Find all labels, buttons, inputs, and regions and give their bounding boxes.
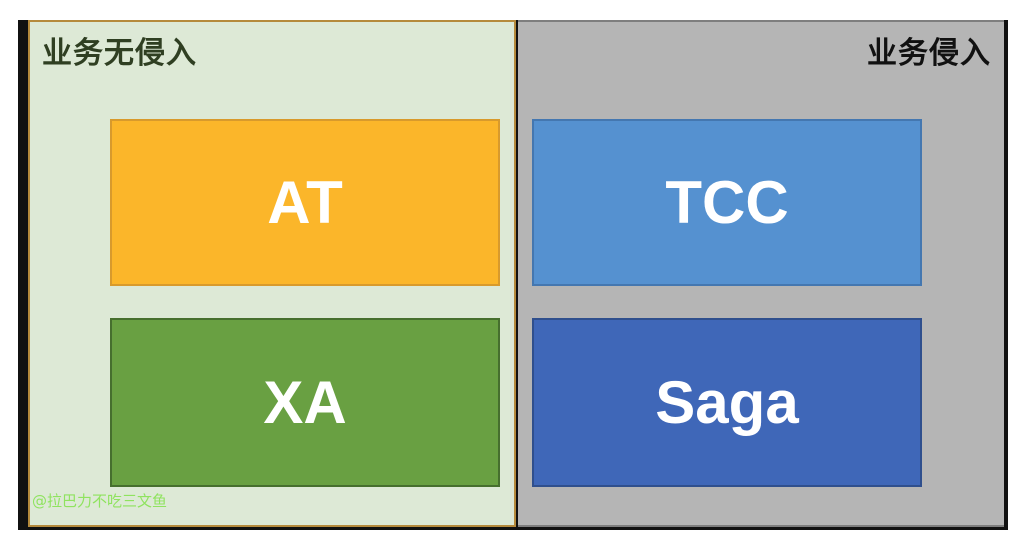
at-label: AT [267, 169, 343, 236]
tcc-label: TCC [665, 169, 789, 236]
saga-mode-box: Saga [532, 318, 922, 487]
saga-label: Saga [655, 369, 799, 436]
tcc-mode-box: TCC [532, 119, 922, 286]
xa-mode-box: XA [110, 318, 500, 487]
at-mode-box: AT [110, 119, 500, 286]
watermark-text: @拉巴力不吃三文鱼 [32, 492, 168, 510]
no-intrusion-title: 业务无侵入 [42, 36, 197, 71]
intrusion-title: 业务侵入 [867, 36, 991, 71]
xa-label: XA [263, 369, 347, 436]
